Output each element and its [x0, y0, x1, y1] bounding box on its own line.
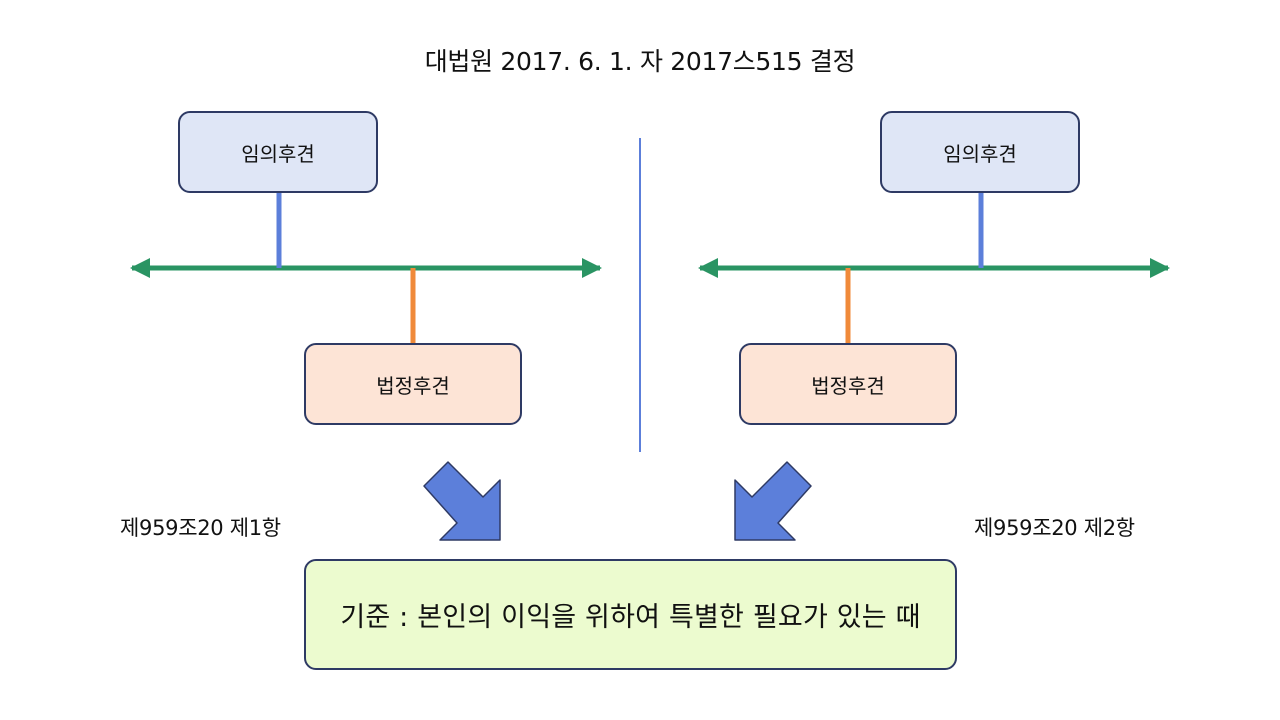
left-down-arrow	[423, 461, 501, 541]
right-article-label: 제959조20 제2항	[974, 516, 1135, 540]
right-voluntary-guardianship-box: 임의후견	[880, 111, 1080, 193]
left-article-label: 제959조20 제1항	[120, 516, 281, 540]
left-voluntary-label: 임의후견	[241, 141, 315, 166]
right-voluntary-label: 임의후견	[943, 141, 1017, 166]
right-down-arrow	[734, 461, 812, 541]
right-legal-label: 법정후견	[811, 373, 885, 398]
left-legal-label: 법정후견	[376, 373, 450, 398]
right-legal-guardianship-box: 법정후견	[739, 343, 957, 425]
criterion-box: 기준 : 본인의 이익을 위하여 특별한 필요가 있는 때	[304, 559, 957, 670]
criterion-text: 기준 : 본인의 이익을 위하여 특별한 필요가 있는 때	[340, 602, 921, 633]
left-voluntary-guardianship-box: 임의후견	[178, 111, 378, 193]
left-legal-guardianship-box: 법정후견	[304, 343, 522, 425]
diagram-title: 대법원 2017. 6. 1. 자 2017스515 결정	[424, 47, 856, 76]
